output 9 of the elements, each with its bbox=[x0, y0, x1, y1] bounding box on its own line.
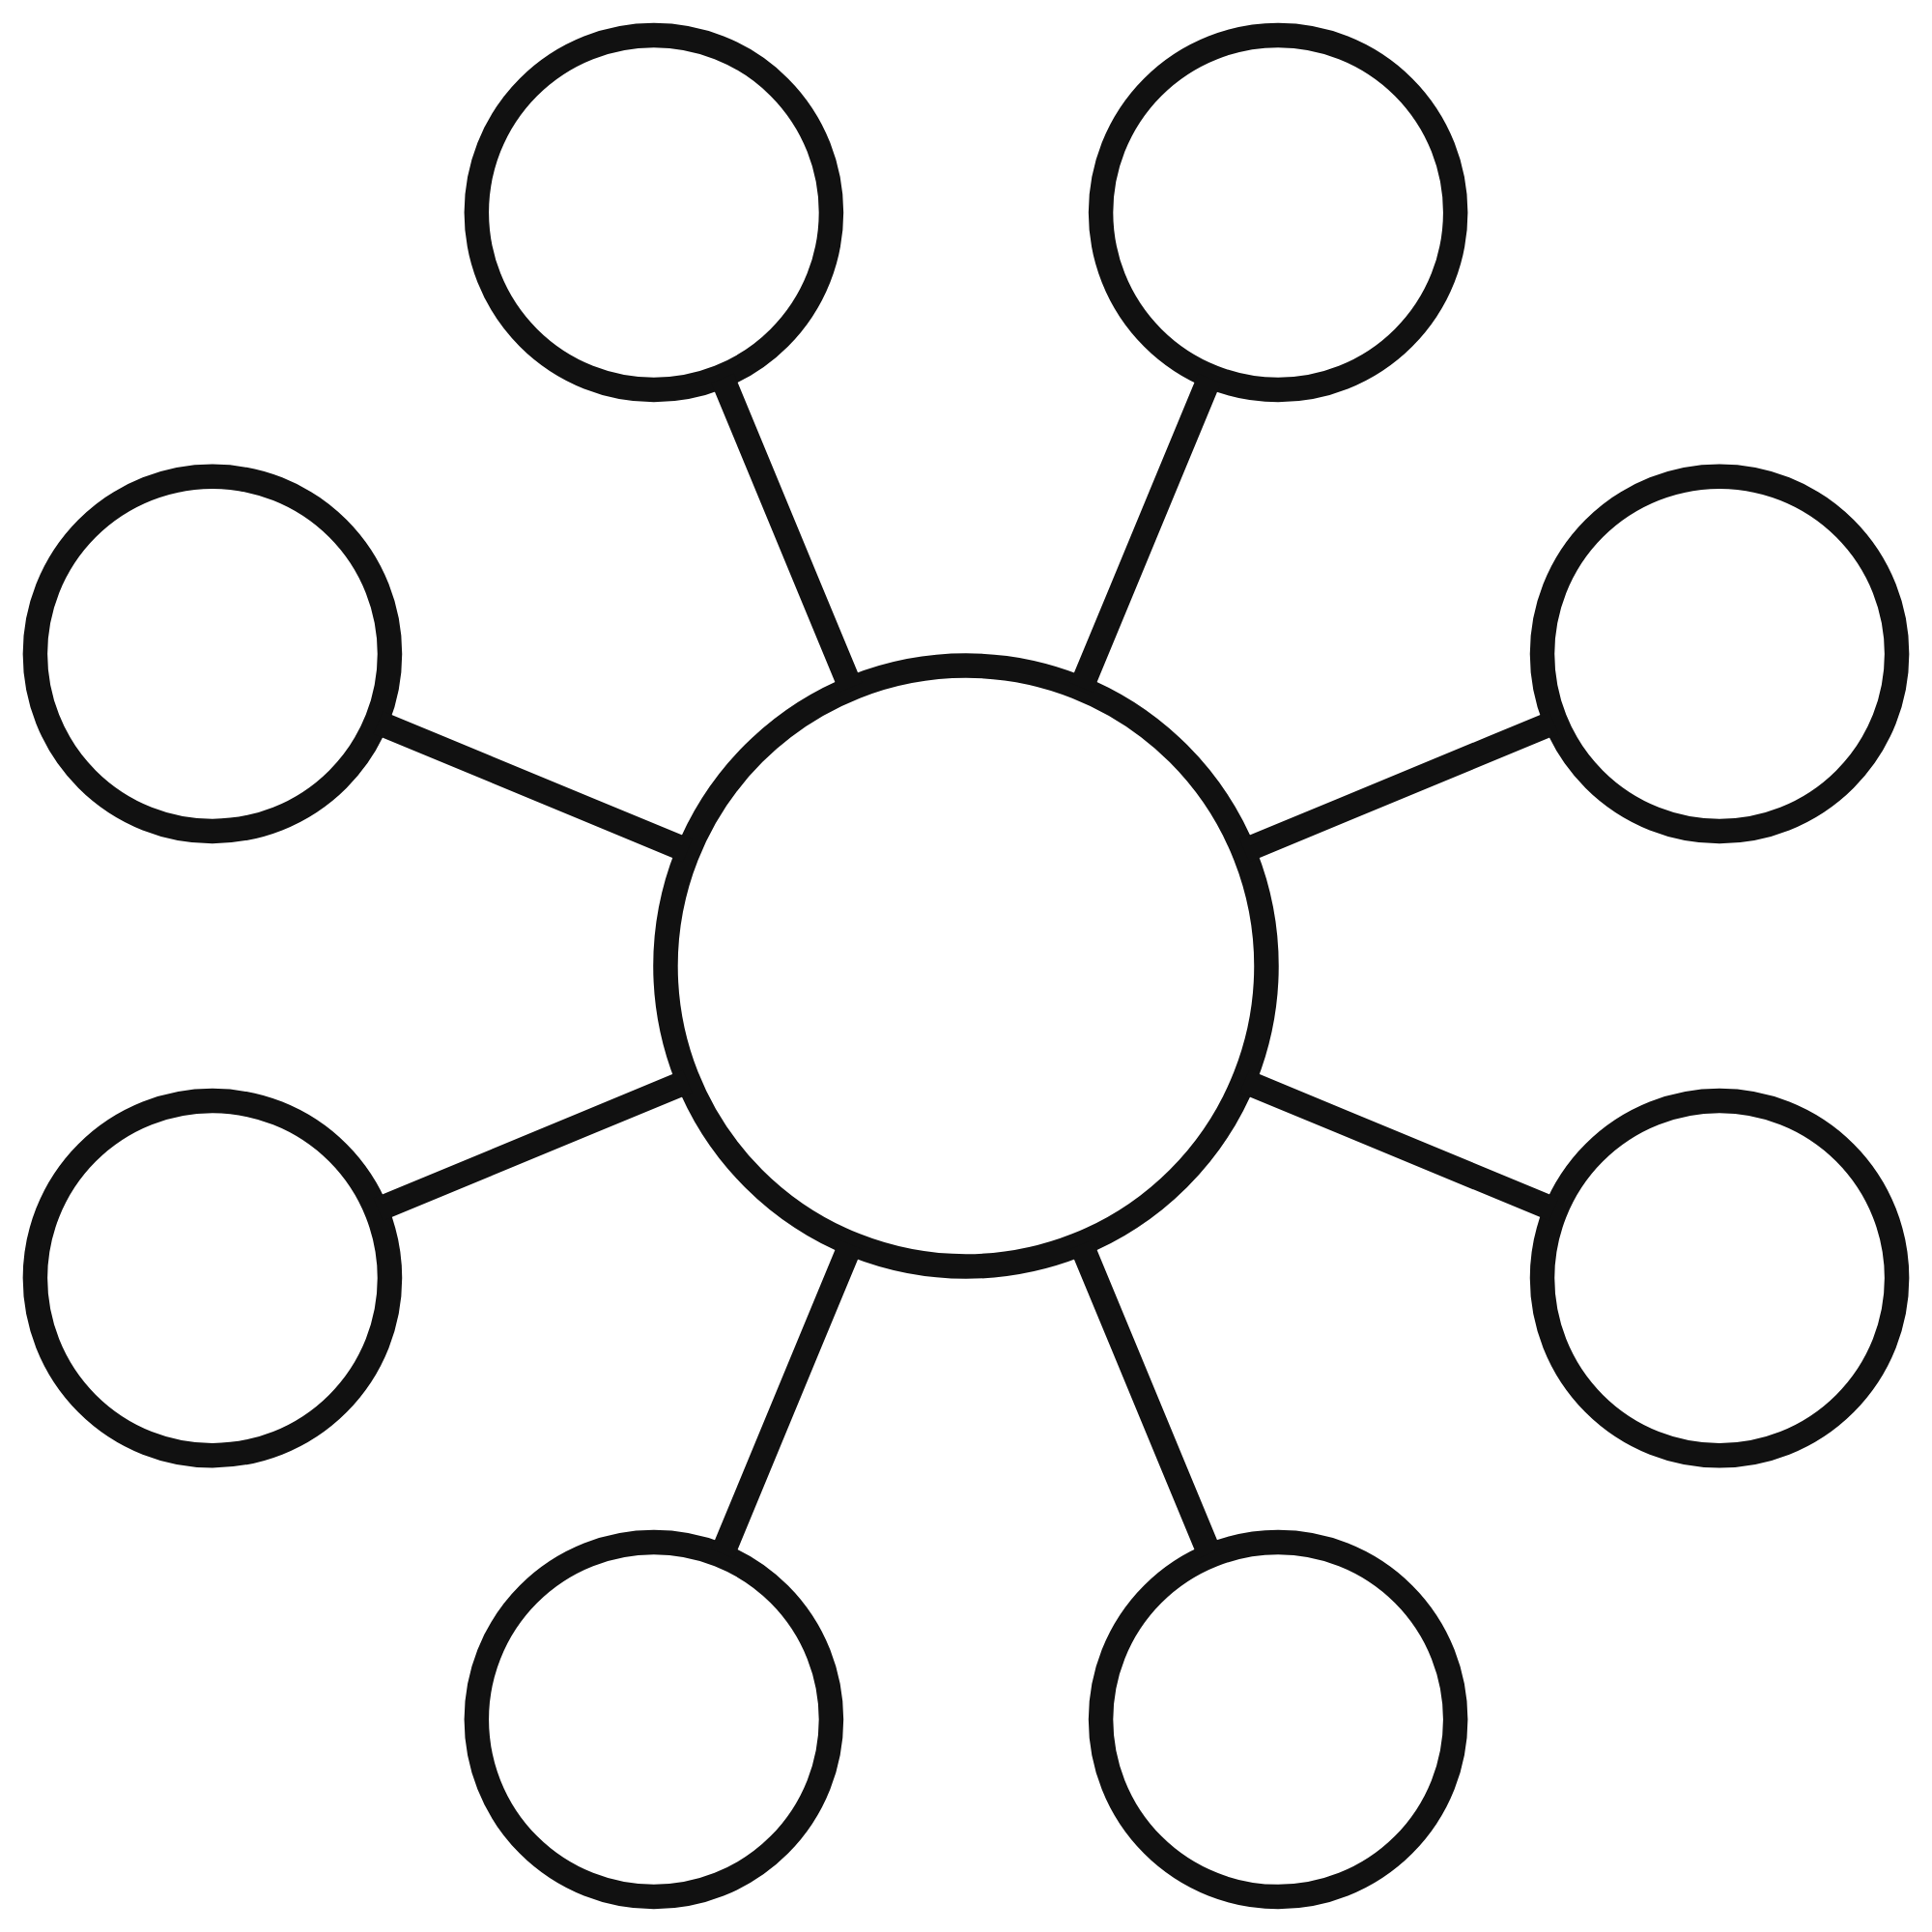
node-circle bbox=[464, 1529, 844, 1910]
node-circle bbox=[1529, 1088, 1910, 1468]
node-circle bbox=[1088, 22, 1468, 403]
node-circle bbox=[1088, 1529, 1468, 1910]
node-circle bbox=[22, 464, 403, 844]
node-circle bbox=[1529, 464, 1910, 844]
node-circle bbox=[22, 1088, 403, 1468]
node-circle bbox=[653, 653, 1279, 1279]
node-circle bbox=[464, 22, 844, 403]
